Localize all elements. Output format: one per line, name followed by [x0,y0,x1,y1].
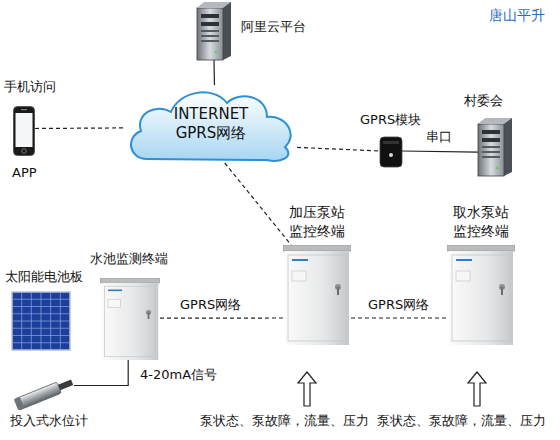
connector-line [35,127,125,129]
level-sensor: 投入式水位计 [12,378,74,408]
solar-panel-shape [12,292,70,350]
watermark: 唐山平升 [489,7,545,24]
input-arrow [298,372,316,406]
node-label: 加压泵站监控终端 [284,203,350,241]
connector-line [351,317,447,318]
connector-line [402,151,478,152]
connector-line [225,163,291,245]
node-label: GPRS模块 [360,111,450,128]
node-label: 太阳能电池板 [5,268,115,285]
connector-line [213,60,215,85]
connector-label: 串口 [426,128,452,145]
phone-icon: 手机访问APP [13,106,35,156]
monitor-terminal: 取水泵站监控终端 [447,245,515,345]
node-label: INTERNET GPRS网络 [159,105,263,143]
gprs-module: GPRS模块 [380,135,402,167]
connector-label: GPRS网络 [180,296,241,313]
signal-note: 泵状态、泵故障，流量、压力 [200,412,369,429]
cloud-server-shape [197,2,231,60]
connector-label: GPRS网络 [368,296,429,313]
node-label: APP [12,164,52,181]
monitor-terminal-shape [283,245,351,345]
input-arrow [468,372,486,406]
connector-line [74,360,128,386]
cloud-server: 阿里云平台 [197,2,231,60]
monitor-terminal-shape [447,245,515,345]
village-server: 村委会 [478,118,518,180]
node-label: 村委会 [464,92,544,109]
gprs-module-shape [380,135,402,167]
monitor-terminal-shape [100,278,160,360]
node-label: 手机访问 [4,78,84,95]
village-server-shape [478,118,518,180]
solar-panel: 太阳能电池板 [12,292,70,350]
monitor-terminal: 水池监测终端 [100,278,160,360]
monitor-terminal: 加压泵站监控终端 [283,245,351,345]
connector-label: 4-20mA信号 [140,366,217,383]
phone-icon-shape [13,106,35,156]
network-cloud: INTERNET GPRS网络 [125,85,297,163]
node-label: 阿里云平台 [241,18,331,35]
connector-line [160,317,283,318]
level-sensor-shape [12,378,74,408]
signal-note: 泵状态、泵故障，流量、压力 [377,412,546,429]
node-label: 投入式水位计 [10,412,120,429]
node-label: 水池监测终端 [90,250,200,267]
node-label: 取水泵站监控终端 [448,203,514,241]
connector-line [297,147,380,151]
